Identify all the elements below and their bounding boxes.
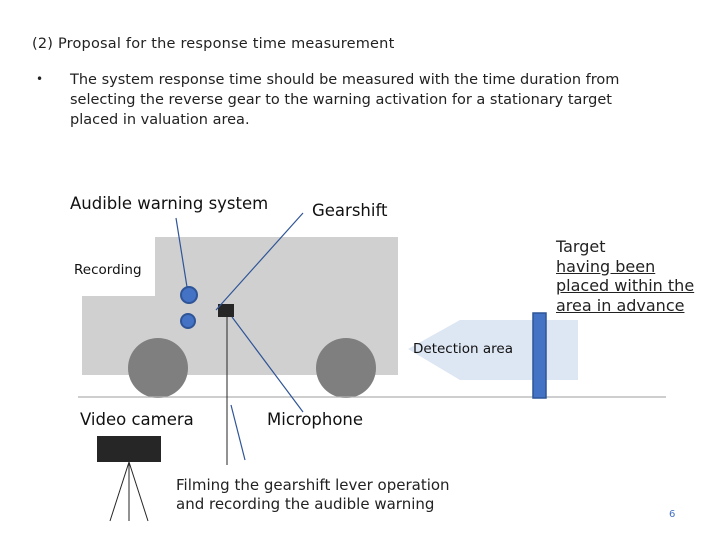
bullet-text: The system response time should be measu… <box>70 70 680 130</box>
target-pole <box>532 312 547 399</box>
gearshift-label: Gearshift <box>312 201 388 220</box>
caption-line-1: Filming the gearshift lever operation <box>176 476 450 494</box>
target-label: Target having been placed within the are… <box>556 237 694 315</box>
audible-warning-label: Audible warning system <box>70 194 269 213</box>
slide-heading: (2) Proposal for the response time measu… <box>32 36 395 52</box>
speaker-lower <box>180 313 196 329</box>
tripod-leg-right <box>128 461 149 522</box>
bullet-marker: • <box>36 72 44 86</box>
rear-wheel <box>316 338 376 398</box>
target-line-3: area in advance <box>556 295 685 315</box>
microphone-label: Microphone <box>267 410 364 429</box>
caption-line-2: and recording the audible warning <box>176 495 435 513</box>
bullet-line-2: selecting the reverse gear to the warnin… <box>70 92 612 108</box>
detection-area-label: Detection area <box>413 341 513 357</box>
target-title: Target <box>556 237 606 256</box>
video-camera <box>97 436 161 462</box>
filming-caption: Filming the gearshift lever operation an… <box>176 476 496 514</box>
recording-label: Recording <box>74 262 142 278</box>
bullet-line-1: The system response time should be measu… <box>70 72 620 88</box>
microphone-device <box>218 304 234 317</box>
speaker-upper <box>180 286 198 304</box>
page-number: 6 <box>669 509 676 520</box>
pointer-audible-warning <box>175 217 188 288</box>
video-camera-label: Video camera <box>80 410 194 429</box>
target-line-2: placed within the <box>556 276 695 295</box>
pointer-microphone <box>231 316 304 413</box>
bullet-line-3: placed in valuation area. <box>70 112 250 128</box>
target-line-1: having been <box>556 256 656 276</box>
pointer-gearshift <box>215 212 304 311</box>
tripod-leg-left <box>109 461 130 522</box>
front-wheel <box>128 338 188 398</box>
pointer-video-camera <box>230 404 246 461</box>
